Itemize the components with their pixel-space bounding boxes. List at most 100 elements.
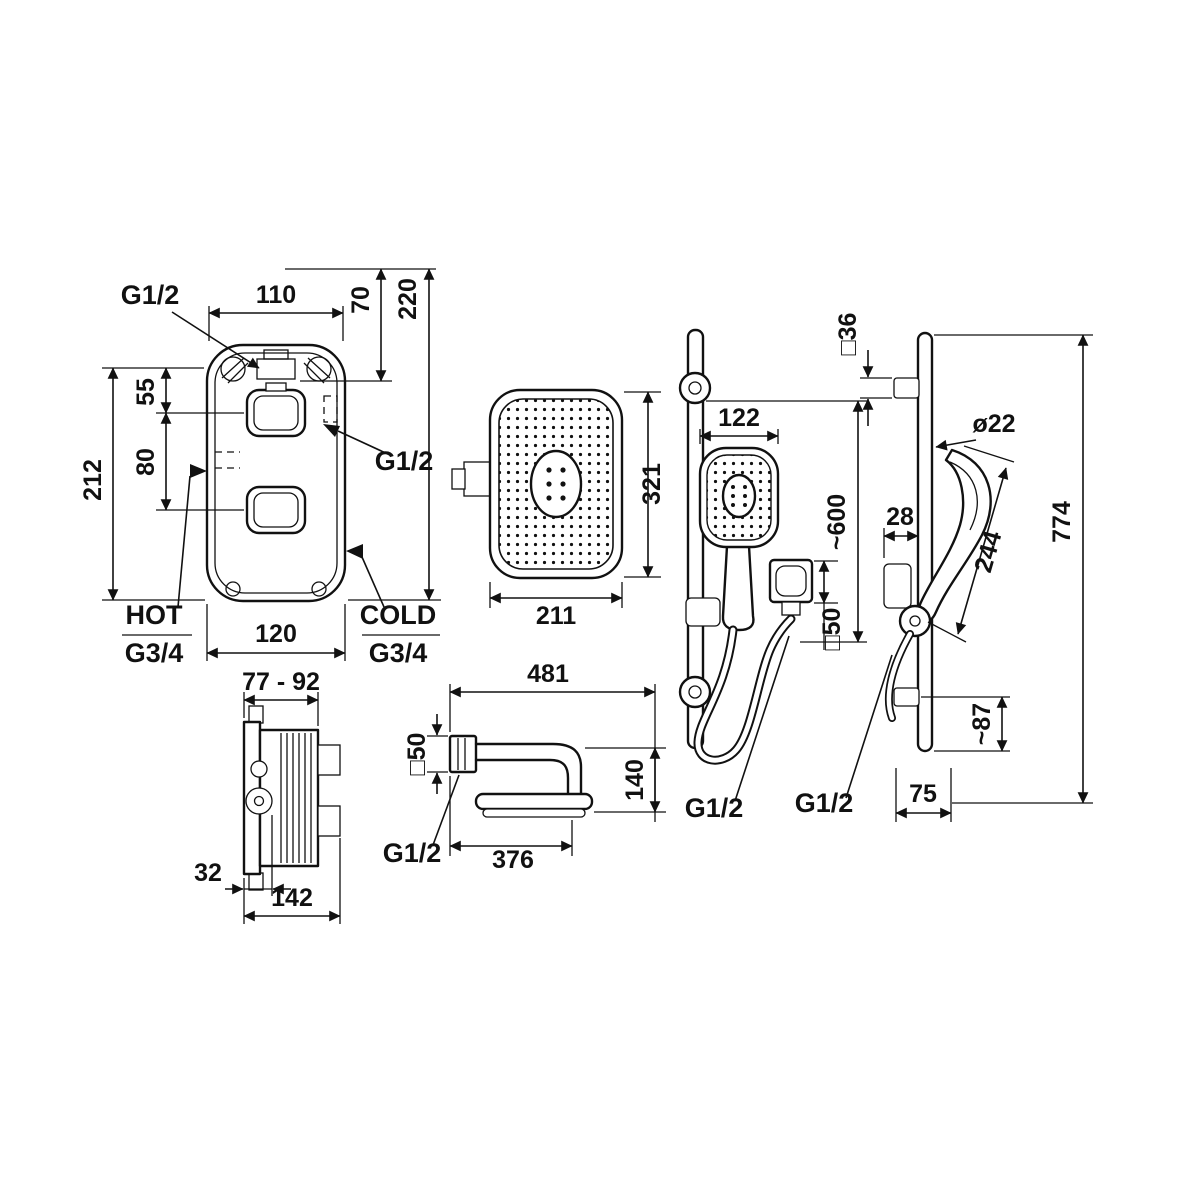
g12-side-label: G1/2: [795, 788, 854, 818]
dim-32: 32: [194, 815, 291, 896]
flow-handle: [245, 485, 307, 535]
view-rail-side: □36 ø22 28 244 774 ~87: [795, 313, 1093, 822]
label-hot: HOT G3/4: [122, 464, 207, 668]
dim-sq50-arm-label: □50: [403, 733, 431, 776]
dim-140: 140: [585, 747, 666, 813]
dim-140-label: 140: [621, 759, 649, 801]
dim-774: 774: [934, 334, 1093, 804]
dim-122: 122: [699, 404, 779, 444]
wall-flange: [448, 734, 478, 774]
hot-label: HOT: [126, 600, 184, 630]
bottom-bracket: [678, 675, 712, 709]
dim-d22-label: ø22: [972, 410, 1015, 438]
dim-32-label: 32: [194, 859, 222, 887]
port: [317, 744, 341, 776]
dim-sq50-arm: □50: [403, 714, 448, 794]
spindle-small: [250, 760, 268, 778]
g12-rail-label: G1/2: [685, 793, 744, 823]
shower-arm: [474, 742, 583, 797]
view-mixer-front: 110 G1/2 70 220 212 55: [79, 268, 441, 668]
dim-80: 80: [132, 412, 244, 511]
dim-sq36-label: □36: [834, 313, 862, 356]
dim-77-92-label: 77 - 92: [242, 668, 320, 696]
dim-28-label: 28: [886, 503, 914, 531]
dim-600: ~600: [706, 400, 867, 643]
outlet-hole: [225, 581, 241, 597]
ball-joint: [463, 461, 492, 497]
dim-87: ~87: [921, 696, 1010, 752]
dim-774-label: 774: [1048, 501, 1076, 543]
dim-120-label: 120: [255, 620, 297, 648]
top-bracket: [678, 371, 712, 405]
g12-top-label: G1/2: [121, 280, 180, 310]
dim-321-label: 321: [638, 463, 666, 505]
top-bracket-side: [893, 377, 920, 399]
handshower-holder: [685, 597, 721, 627]
label-g12-side: G1/2: [795, 654, 893, 818]
handshower-handle: [721, 544, 755, 632]
g12-arm-label: G1/2: [383, 838, 442, 868]
dim-376-label: 376: [492, 846, 534, 874]
label-g12-arm: G1/2: [383, 774, 460, 868]
dim-212-label: 212: [79, 459, 107, 501]
label-g12-right: G1/2: [323, 424, 433, 476]
view-overhead-front: 321 211: [451, 388, 666, 630]
hot-thread-label: G3/4: [125, 638, 184, 668]
fixing-hole: [220, 356, 246, 382]
dim-122-label: 122: [718, 404, 760, 432]
dim-211: 211: [489, 582, 623, 630]
center-nozzle: [529, 449, 583, 519]
label-g12-rail: G1/2: [685, 635, 790, 823]
view-arm-side: 481 140 □50 376 G1/2: [383, 660, 666, 874]
dim-55: 55: [132, 367, 244, 414]
hot-arrow: [190, 464, 207, 478]
dim-sq50-rail-label: □50: [818, 608, 846, 651]
dim-70: 70: [285, 268, 436, 382]
port: [317, 805, 341, 837]
dim-220-label: 220: [394, 278, 422, 320]
mounting-tab: [248, 705, 264, 724]
dim-120: 120: [206, 604, 346, 661]
dim-70-label: 70: [347, 286, 375, 314]
mounting-tab: [248, 872, 264, 891]
view-rail-front: 122 ~600 □50 G1/2: [678, 328, 867, 823]
overhead-shower-profile: [474, 792, 594, 811]
g12-right-label: G1/2: [375, 446, 434, 476]
cold-label: COLD: [360, 600, 437, 630]
dim-110-label: 110: [256, 281, 296, 309]
label-g12-top: G1/2: [121, 280, 260, 369]
g12-right-arrow: [323, 424, 340, 437]
dim-376: 376: [449, 776, 573, 874]
dim-55-label: 55: [132, 378, 160, 406]
dim-481-label: 481: [527, 660, 569, 688]
dim-28: 28: [883, 503, 919, 558]
dim-142: 142: [243, 838, 341, 924]
holder-side: [883, 563, 912, 609]
holder-pivot: [898, 604, 932, 638]
outlet-hole: [311, 581, 327, 597]
label-cold: COLD G3/4: [346, 544, 440, 668]
dim-87-label: ~87: [968, 703, 996, 745]
dim-75-label: 75: [909, 780, 937, 808]
dim-321: 321: [624, 391, 666, 578]
spindle-large: [245, 787, 273, 815]
dim-110: 110: [208, 281, 344, 341]
bottom-bracket-side: [893, 687, 920, 707]
dim-sq50-rail: □50: [814, 560, 846, 651]
dim-142-label: 142: [271, 884, 313, 912]
dim-d22: ø22: [935, 410, 1016, 451]
dim-75: 75: [895, 768, 952, 822]
dim-77-92: 77 - 92: [242, 668, 320, 726]
cold-arrow: [346, 544, 363, 559]
dim-80-label: 80: [132, 448, 160, 476]
cold-thread-label: G3/4: [369, 638, 428, 668]
dim-212: 212: [79, 367, 205, 601]
view-valve-side: 77 - 92 32 142: [194, 668, 341, 924]
dim-211-label: 211: [536, 602, 576, 630]
slide-bar-side: [916, 331, 934, 753]
dim-sq36: □36: [834, 313, 892, 426]
dim-220: 220: [348, 268, 441, 601]
temperature-handle: [245, 388, 307, 438]
